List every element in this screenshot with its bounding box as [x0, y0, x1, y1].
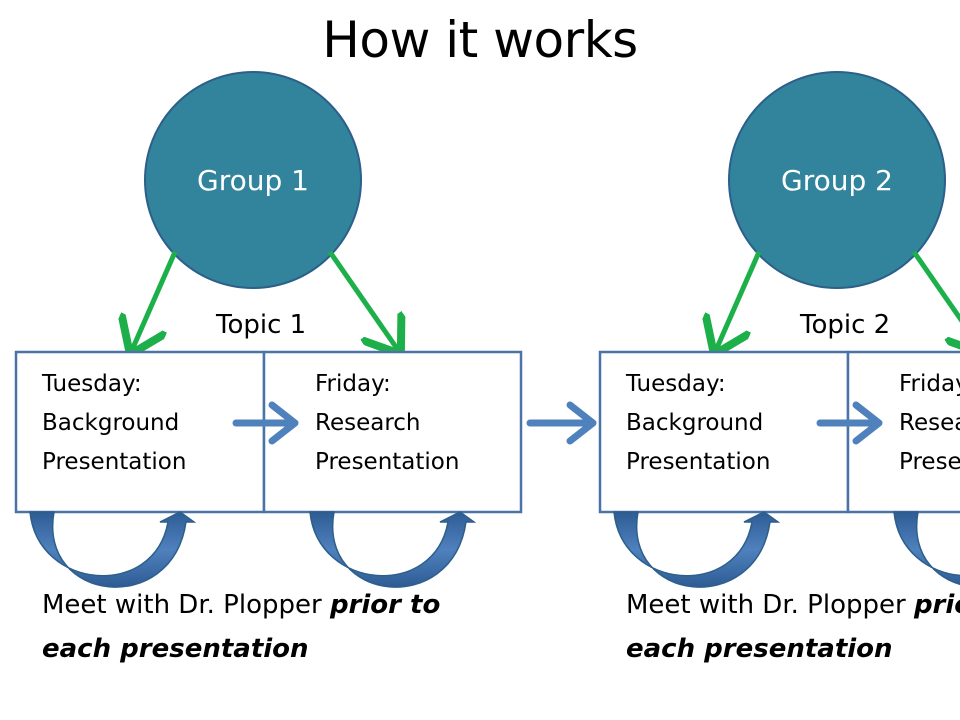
group-2-meet-note: Meet with Dr. Plopper prior to each pres… [626, 583, 960, 671]
meet-emphasis-2: each presentation [42, 634, 309, 664]
group-1-tuesday-text: Tuesday: Background Presentation [42, 365, 186, 482]
friday-line-2: Research [899, 410, 960, 436]
group-1-friday-box [262, 350, 523, 514]
tuesday-line-3: Presentation [626, 449, 771, 475]
slide-title: How it works [322, 11, 638, 69]
friday-day-label: Friday: [899, 371, 960, 397]
friday-line-2: Research [315, 410, 421, 436]
meet-emphasis-1: prior to [329, 590, 441, 620]
topic-2-label: Topic 2 [800, 310, 891, 340]
group-2-friday-text: Friday: Research Presentation [899, 365, 960, 482]
group-2-tuesday-box [598, 350, 850, 514]
topic-1-label: Topic 1 [216, 310, 307, 340]
friday-line-3: Presentation [899, 449, 960, 475]
tuesday-line-2: Background [626, 410, 764, 436]
group-1-tuesday-to-friday-arrow [232, 401, 299, 445]
group-1-circle [144, 71, 362, 289]
tuesday-line-3: Presentation [42, 449, 187, 475]
group-1-tuesday-loop-arrow [29, 511, 197, 588]
group-2-friday-loop-arrow [893, 511, 960, 585]
group-2-tuesday-to-friday-arrow [816, 401, 883, 445]
friday-day-label: Friday: [315, 371, 391, 397]
group-1-arrow-to-tuesday [132, 250, 178, 350]
group-1-friday-loop-arrow [309, 511, 477, 588]
group-1-to-group-2-arrow [526, 401, 597, 445]
group-2-arrow-to-tuesday [716, 250, 762, 350]
friday-line-3: Presentation [315, 449, 460, 475]
meet-plain-text: Meet with Dr. Plopper [42, 590, 330, 620]
group-2 [598, 71, 960, 588]
group-1-meet-note: Meet with Dr. Plopper prior to each pres… [42, 583, 440, 671]
group-1-label: Group 1 [197, 164, 309, 197]
group-2-circle [728, 71, 946, 289]
meet-plain-text: Meet with Dr. Plopper [626, 590, 914, 620]
group-1-arrow-to-friday [327, 250, 398, 350]
tuesday-line-2: Background [42, 410, 180, 436]
group-2-label: Group 2 [781, 164, 893, 197]
meet-emphasis-1: prior to [913, 590, 960, 620]
tuesday-day-label: Tuesday: [42, 371, 142, 397]
group-1 [14, 71, 523, 588]
tuesday-day-label: Tuesday: [626, 371, 726, 397]
group-2-tuesday-loop-arrow [613, 511, 781, 588]
group-1-friday-text: Friday: Research Presentation [315, 365, 459, 482]
meet-emphasis-2: each presentation [626, 634, 893, 664]
group-1-tuesday-box [14, 350, 266, 514]
group-2-tuesday-text: Tuesday: Background Presentation [626, 365, 770, 482]
group-2-arrow-to-friday [911, 250, 960, 350]
